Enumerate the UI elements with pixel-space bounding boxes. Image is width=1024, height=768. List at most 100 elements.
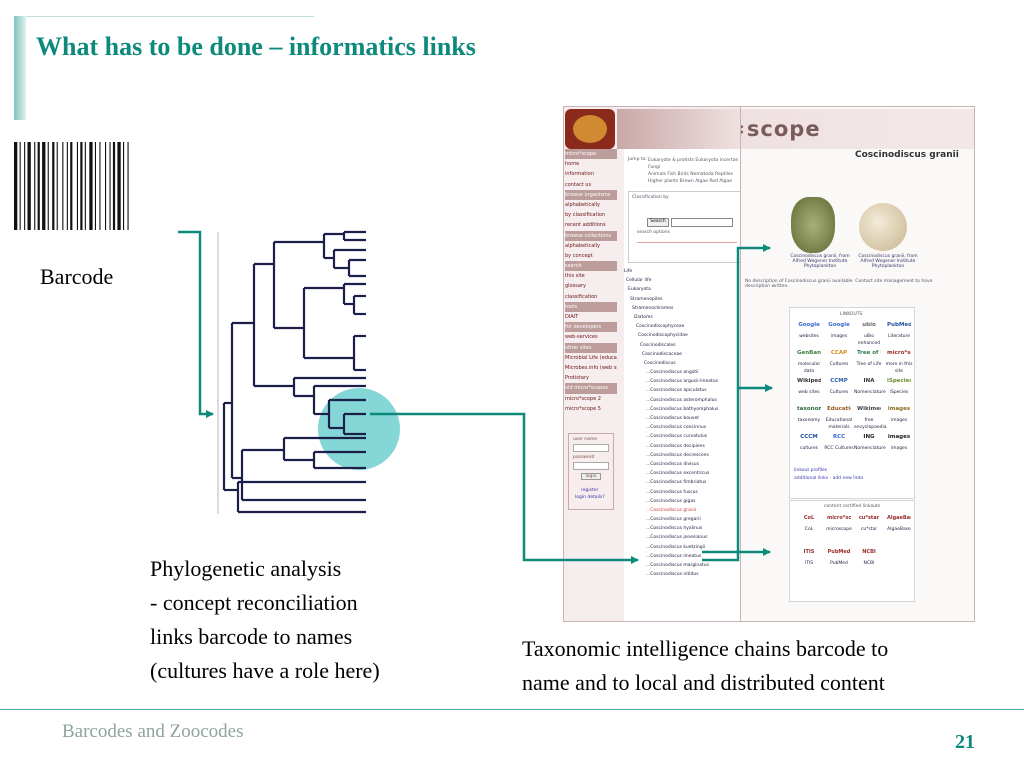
nav-item[interactable]: old micro*scopes [565, 383, 617, 394]
taxonomy-item[interactable]: ...Coscinodiscus decrescens [646, 452, 709, 458]
nav-item[interactable]: browse collections [565, 230, 617, 241]
taxonomy-item[interactable]: Coscinodiscaceae [642, 351, 683, 357]
taxonomy-item[interactable]: Coscinodiscus [644, 360, 676, 366]
taxonomy-item[interactable]: ...Coscinodiscus fimbriatus [646, 480, 707, 486]
taxonomy-item[interactable]: Stramenochromes [632, 305, 674, 311]
nav-item[interactable]: tools [565, 301, 617, 312]
certified-linkout-item[interactable]: micro*scopemicroscope [824, 515, 854, 535]
taxonomy-item[interactable]: ...Coscinodiscus argusii-lineatus [646, 379, 718, 385]
taxonomy-item[interactable]: ...Coscinodiscus apiculatus [646, 388, 707, 394]
nav-item[interactable]: contact us [565, 181, 592, 188]
taxonomy-item[interactable]: ...Coscinodiscus kuetzingii [646, 544, 706, 550]
linkout-item[interactable]: taxonomytaxonomy [794, 406, 824, 426]
nav-item[interactable]: home [565, 161, 580, 168]
taxonomy-item[interactable]: Life [624, 269, 633, 274]
nav-item[interactable]: by classification [565, 212, 606, 219]
jump-to-item[interactable]: Higher plants Brown Algae Red Algae [648, 179, 733, 184]
taxonomy-item[interactable]: ...Coscinodiscus excentricus [646, 471, 710, 477]
register-link[interactable]: register [581, 488, 599, 493]
taxonomy-item[interactable]: Eukaryota [628, 287, 651, 293]
nav-item[interactable]: Protistary [565, 375, 589, 382]
nav-item[interactable]: Microbial Life (education) [565, 354, 617, 361]
nav-item[interactable]: micro*scope 5 [565, 405, 601, 412]
taxonomy-item[interactable]: ...Coscinodiscus decipiens [646, 443, 705, 449]
nav-item[interactable]: browse organisms [565, 189, 617, 200]
login-details-link[interactable]: login details? [575, 495, 605, 500]
jump-to-item[interactable]: Eukaryote & protists Eukaryota incertae [648, 158, 739, 163]
taxonomy-item[interactable]: ...Coscinodiscus granii [646, 507, 697, 513]
linkout-item[interactable]: Tree of LifeTree of Life [854, 350, 884, 370]
nav-item[interactable]: recent additions [565, 222, 606, 229]
taxonomy-item[interactable]: ...Coscinodiscus concinnus [646, 425, 707, 431]
nav-item[interactable]: classification [565, 293, 598, 300]
taxonomy-item[interactable]: ...Coscinodiscus lineatus [646, 553, 702, 559]
taxonomy-item[interactable]: ...Coscinodiscus angstii [646, 370, 699, 376]
linkout-item[interactable]: Wikimediafree encyclopaedia [854, 406, 886, 430]
nav-item[interactable]: micro*scope 2 [565, 395, 601, 402]
diatom-image-2[interactable] [859, 203, 907, 251]
nav-item[interactable]: information [565, 171, 594, 178]
taxonomy-item[interactable]: ...Coscinodiscus asteromphalus [646, 397, 717, 403]
taxonomy-item[interactable]: Coscinodiscales [640, 342, 676, 348]
login-button[interactable]: login [581, 473, 601, 480]
nav-item[interactable]: other sites [565, 342, 617, 353]
jump-to-item[interactable]: Animals Fish Birds Nematoda Reptiles [648, 172, 733, 177]
nav-item[interactable]: search [565, 261, 617, 272]
nav-item[interactable]: alphabetically [565, 201, 601, 208]
taxonomy-item[interactable]: ...Coscinodiscus divisus [646, 461, 699, 467]
taxonomy-item[interactable]: Coscinodiscophyceae [636, 324, 685, 330]
taxonomy-item[interactable]: ...Coscinodiscus nitidus [646, 572, 699, 578]
search-options-link[interactable]: search options [637, 230, 670, 235]
taxonomy-item[interactable]: Cellular life [626, 278, 652, 284]
jump-to-item[interactable]: Fungi [648, 165, 661, 170]
taxonomy-item[interactable]: ...Coscinodiscus hyalinus [646, 526, 703, 532]
taxonomy-item[interactable]: Stramenopiles [630, 296, 663, 302]
search-input[interactable] [671, 218, 733, 227]
nav-item[interactable]: web-services [565, 334, 598, 341]
taxonomy-item[interactable]: ...Coscinodiscus bathyomphalus [646, 406, 719, 412]
nav-item[interactable]: micro*scope [565, 149, 617, 160]
username-input[interactable] [573, 444, 609, 452]
search-button[interactable]: Search [647, 218, 669, 227]
taxonomy-item[interactable]: ...Coscinodiscus gigas [646, 498, 696, 504]
taxonomy-item[interactable]: ...Coscinodiscus gregarii [646, 517, 701, 523]
taxonomy-item[interactable]: ...Coscinodiscus bouvet [646, 416, 700, 421]
taxonomy-item[interactable]: ...Coscinodiscus jonesianus [646, 535, 708, 541]
linkout-item[interactable]: Wikipediaweb sites [794, 378, 824, 398]
taxonomy-item[interactable]: ...Coscinodiscus marginatus [646, 563, 710, 568]
taxonomy-item[interactable]: ...Coscinodiscus fuscus [646, 489, 698, 495]
taxonomy-item[interactable]: Diatoms [634, 314, 653, 320]
add-links-link[interactable]: additional links - add new links [794, 476, 864, 481]
nav-item[interactable]: for developers [565, 322, 617, 333]
taxonomy-item[interactable]: Coscinodiscophycidae [638, 333, 688, 339]
nav-item[interactable]: glossary [565, 283, 586, 290]
nav-item[interactable]: Microbes.info (web sites) [565, 364, 617, 371]
linkout-item[interactable]: micro*scopemore in this site [884, 350, 914, 374]
nav-item[interactable]: this site [565, 273, 585, 280]
diatom-image-1[interactable] [791, 197, 835, 253]
linkout-profiles-link[interactable]: linkout profiles [794, 468, 828, 473]
password-input[interactable] [573, 462, 609, 470]
certified-linkout-item[interactable]: AlgaeBaseAlgaeBase [884, 515, 914, 535]
taxonomy-item[interactable]: ...Coscinodiscus curvatulus [646, 434, 708, 440]
linkout-item[interactable]: GenBankmolecular data [794, 350, 824, 374]
nav-item[interactable]: alphabetically [565, 242, 601, 249]
